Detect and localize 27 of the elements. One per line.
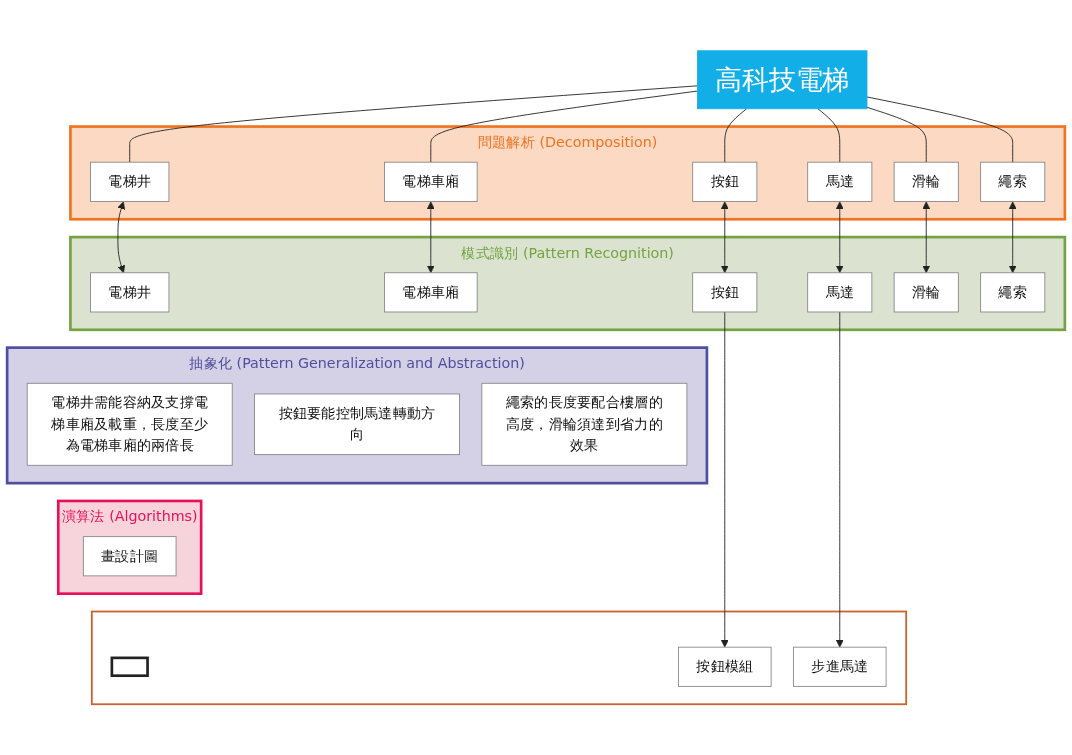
connector <box>129 85 699 163</box>
connector <box>430 90 699 163</box>
node-box: 電梯井 <box>90 161 170 202</box>
connector <box>817 108 841 163</box>
node-box <box>110 656 149 678</box>
node-box: 馬達 <box>807 272 873 313</box>
node-box: 按鈕模組 <box>677 646 772 687</box>
node-box: 滑輪 <box>893 272 959 313</box>
node-box: 馬達 <box>807 161 873 202</box>
connector <box>866 106 927 163</box>
node-box: 繩索的長度要配合樓層的高度，滑輪須達到省力的效果 <box>481 382 688 466</box>
connector <box>724 108 748 163</box>
connector <box>866 96 1014 163</box>
node-box: 電梯井 <box>90 272 170 313</box>
node-box: 滑輪 <box>893 161 959 202</box>
node-box: 步進馬達 <box>792 646 887 687</box>
node-box: 按鈕 <box>692 272 758 313</box>
node-box: 繩索 <box>980 272 1046 313</box>
cluster <box>90 610 908 706</box>
node-box: 按鈕要能控制馬達轉動方向 <box>254 393 460 456</box>
node-box: 按鈕 <box>692 161 758 202</box>
node-box: 電梯井需能容納及支撐電梯車廂及載重，長度至少為電梯車廂的兩倍長 <box>26 382 233 466</box>
node-box: 電梯車廂 <box>384 161 478 202</box>
node-box: 畫設計圖 <box>82 536 177 577</box>
node-box: 繩索 <box>980 161 1046 202</box>
node-box: 高科技電梯 <box>697 50 868 110</box>
node-box: 電梯車廂 <box>384 272 478 313</box>
